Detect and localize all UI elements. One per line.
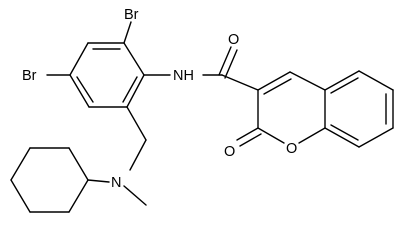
bond [218,46,232,76]
bond [263,78,292,95]
bond [257,127,285,144]
bond [257,71,291,91]
bond [123,42,145,76]
bond [239,133,262,147]
atom-label-br-left: Br [22,68,37,84]
bond [123,21,132,44]
bond [221,74,259,91]
bond [76,76,94,103]
benzo-ring [324,70,394,148]
bond [68,179,89,213]
bond [126,106,147,141]
molecule-structure: Br Br NH N O O O [10,7,394,213]
bond [236,127,259,141]
bond [122,76,138,103]
atom-label-o-lactone-carbonyl: O [224,144,235,160]
bond [224,49,238,79]
bond [358,127,394,148]
atom-label-n-amine: N [111,175,121,191]
bond [69,74,90,108]
atom-label-o-ring: O [286,141,297,157]
cyclohexane-ring [10,147,89,213]
bond [10,147,31,181]
bond [68,147,89,181]
bond [126,74,145,108]
bond [129,139,147,171]
atom-label-br-top: Br [124,7,139,23]
bond [324,70,360,91]
bond [69,42,89,76]
bond [330,77,359,94]
bond [289,71,326,91]
bond [298,127,326,144]
atom-label-o-carbonyl: O [228,32,239,48]
bond [324,127,360,148]
atom-label-nh: NH [173,68,194,84]
bond [358,70,394,91]
bond [87,179,110,183]
dibromophenyl-ring [69,42,145,108]
bond [330,124,359,141]
bond [10,179,31,213]
pyranone-ring [257,71,326,144]
bond [123,185,147,206]
structure-canvas: Br Br NH N O O O [10,7,394,213]
